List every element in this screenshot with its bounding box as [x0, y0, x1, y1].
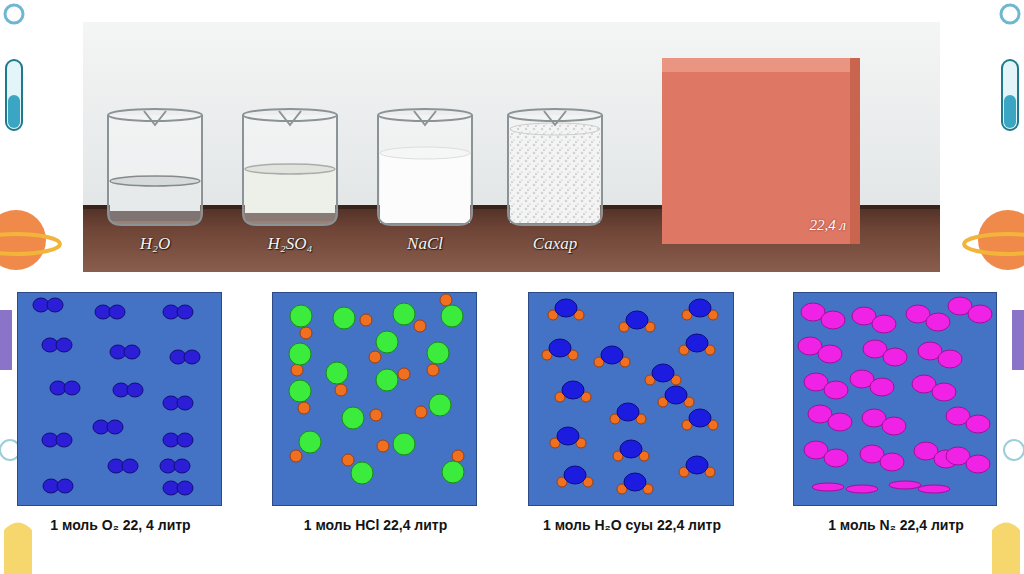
volume-cube-box: 22,4 л — [662, 58, 860, 244]
panel-caption: 1 моль H₂O суы 22,4 литр — [517, 517, 747, 535]
hcl-molecules — [289, 294, 464, 484]
panel-fill — [528, 292, 734, 506]
beaker-label-box: NaCl — [370, 100, 480, 258]
beaker-h2o — [108, 109, 202, 225]
molecule-panel: 1 моль O₂ 22, 4 литр — [17, 292, 222, 506]
panel-caption: 1 моль O₂ 22, 4 литр — [6, 517, 235, 535]
molecule-panel: 1 моль HCl 22,4 литр — [272, 292, 477, 506]
panel-fill — [272, 292, 477, 506]
beaker-label-box: Сахар — [500, 100, 610, 258]
formula-label: H₂SO₄ — [268, 234, 313, 254]
panel-fill — [793, 292, 997, 506]
h2o-molecules — [542, 299, 718, 494]
volume-label: 22,4 л — [809, 217, 846, 234]
molecule-panel: 1 моль H₂O суы 22,4 литр — [528, 292, 734, 506]
panel-fill — [17, 292, 222, 506]
formula-label: H₂O — [140, 234, 170, 254]
photo — [83, 22, 940, 272]
beaker-nacl — [378, 109, 472, 225]
beaker-h2so4 — [243, 109, 337, 225]
o2-molecules — [33, 298, 200, 495]
formula-label: NaCl — [407, 234, 443, 254]
beaker-label-box: H₂O — [100, 100, 210, 258]
panel-caption: 1 моль HCl 22,4 литр — [261, 517, 490, 535]
molecule-panel: 1 моль N₂ 22,4 литр — [793, 292, 997, 506]
n2-molecules — [798, 297, 992, 493]
beaker-label-box: H₂SO₄ — [235, 100, 345, 258]
beaker-sugar — [508, 109, 602, 225]
formula-label: Сахар — [533, 234, 577, 254]
volume-cube — [662, 58, 860, 244]
panel-caption: 1 моль N₂ 22,4 литр — [782, 517, 1010, 535]
side-decoration — [0, 5, 1024, 574]
